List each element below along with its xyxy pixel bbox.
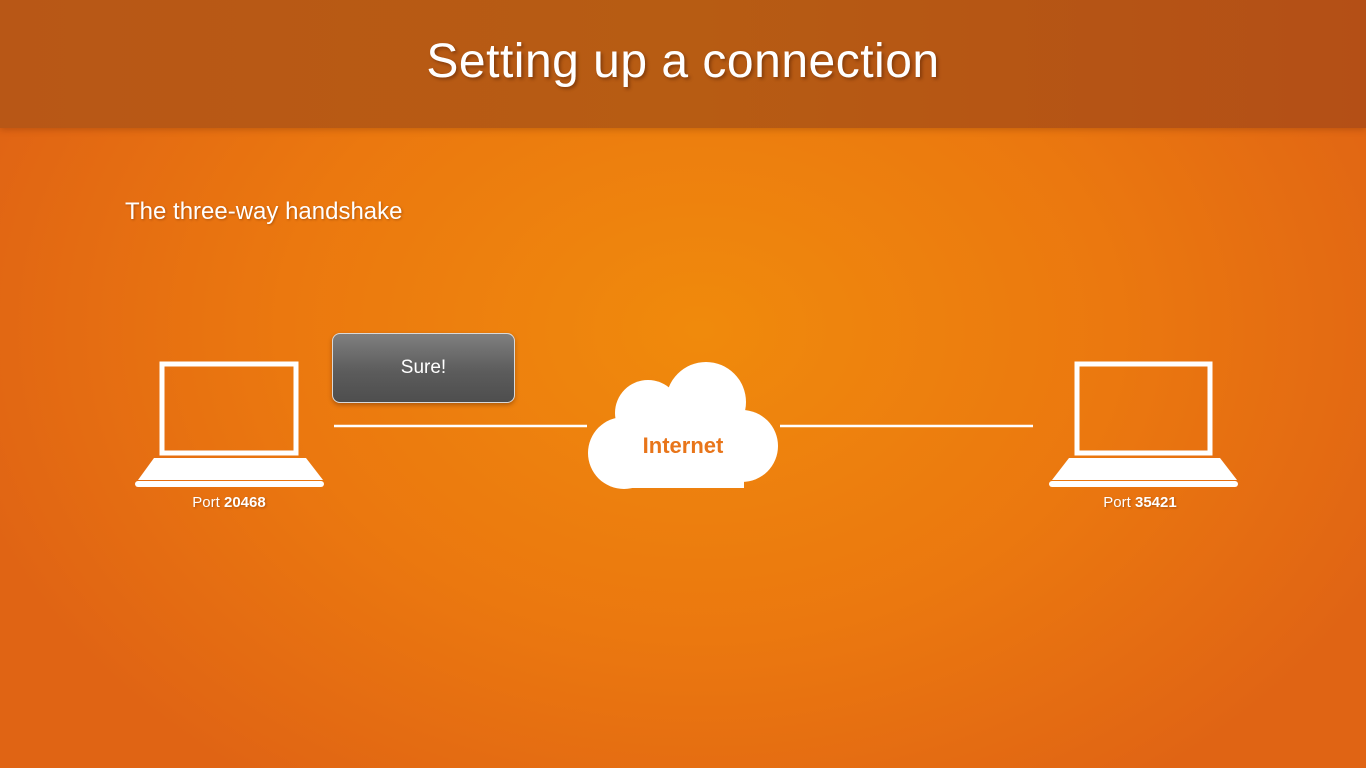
- slide-subtitle: The three-way handshake: [125, 198, 403, 225]
- title-bar: Setting up a connection: [0, 0, 1366, 128]
- right-port-label: Port 35421: [1040, 494, 1240, 511]
- cloud-label: Internet: [642, 433, 724, 458]
- cloud-icon: [588, 362, 778, 489]
- left-port-label: Port 20468: [129, 494, 329, 511]
- port-number: 20468: [223, 494, 266, 511]
- message-box: Sure!: [332, 333, 515, 403]
- port-number: 35421: [1134, 494, 1177, 511]
- laptop-icon: [135, 361, 324, 487]
- laptop-icon: [1049, 361, 1238, 487]
- port-prefix: Port: [192, 494, 224, 511]
- port-prefix: Port: [1103, 494, 1135, 511]
- slide-title: Setting up a connection: [426, 35, 940, 88]
